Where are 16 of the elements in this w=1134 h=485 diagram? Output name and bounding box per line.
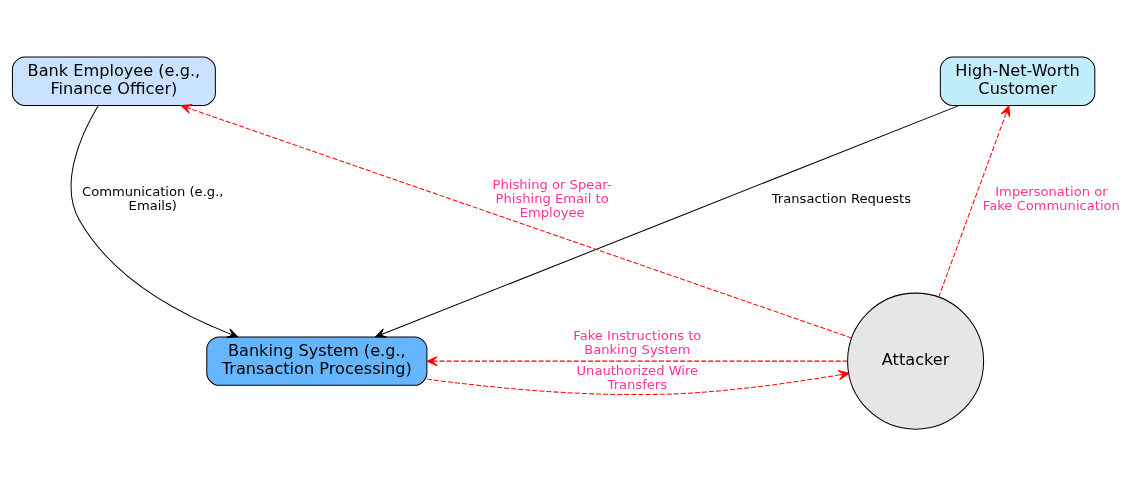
edge-label: Communication (e.g., Emails) [82,183,224,213]
arrow [938,104,1011,298]
edge-label: Impersonation or Fake Communication [982,183,1120,213]
arrow [70,104,239,338]
edge-label: Phishing or Spear-Phishing Email to Employee [492,176,612,220]
arrow [426,355,849,366]
arrow [426,369,850,395]
node-box: Bank Employee (e.g., Finance Officer) [11,56,216,106]
node-box: Banking System (e.g., Transaction Processing) [206,335,428,386]
arrow [180,103,853,338]
edge-label: Unauthorized Wire Transfers [576,362,699,392]
node-circle: Attacker [847,292,985,430]
edge-label: Transaction Requests [771,190,912,206]
edge-label: Fake Instructions to Banking System [573,327,702,357]
arrow [375,104,960,338]
node-box: High-Net-Worth Customer [939,56,1096,106]
